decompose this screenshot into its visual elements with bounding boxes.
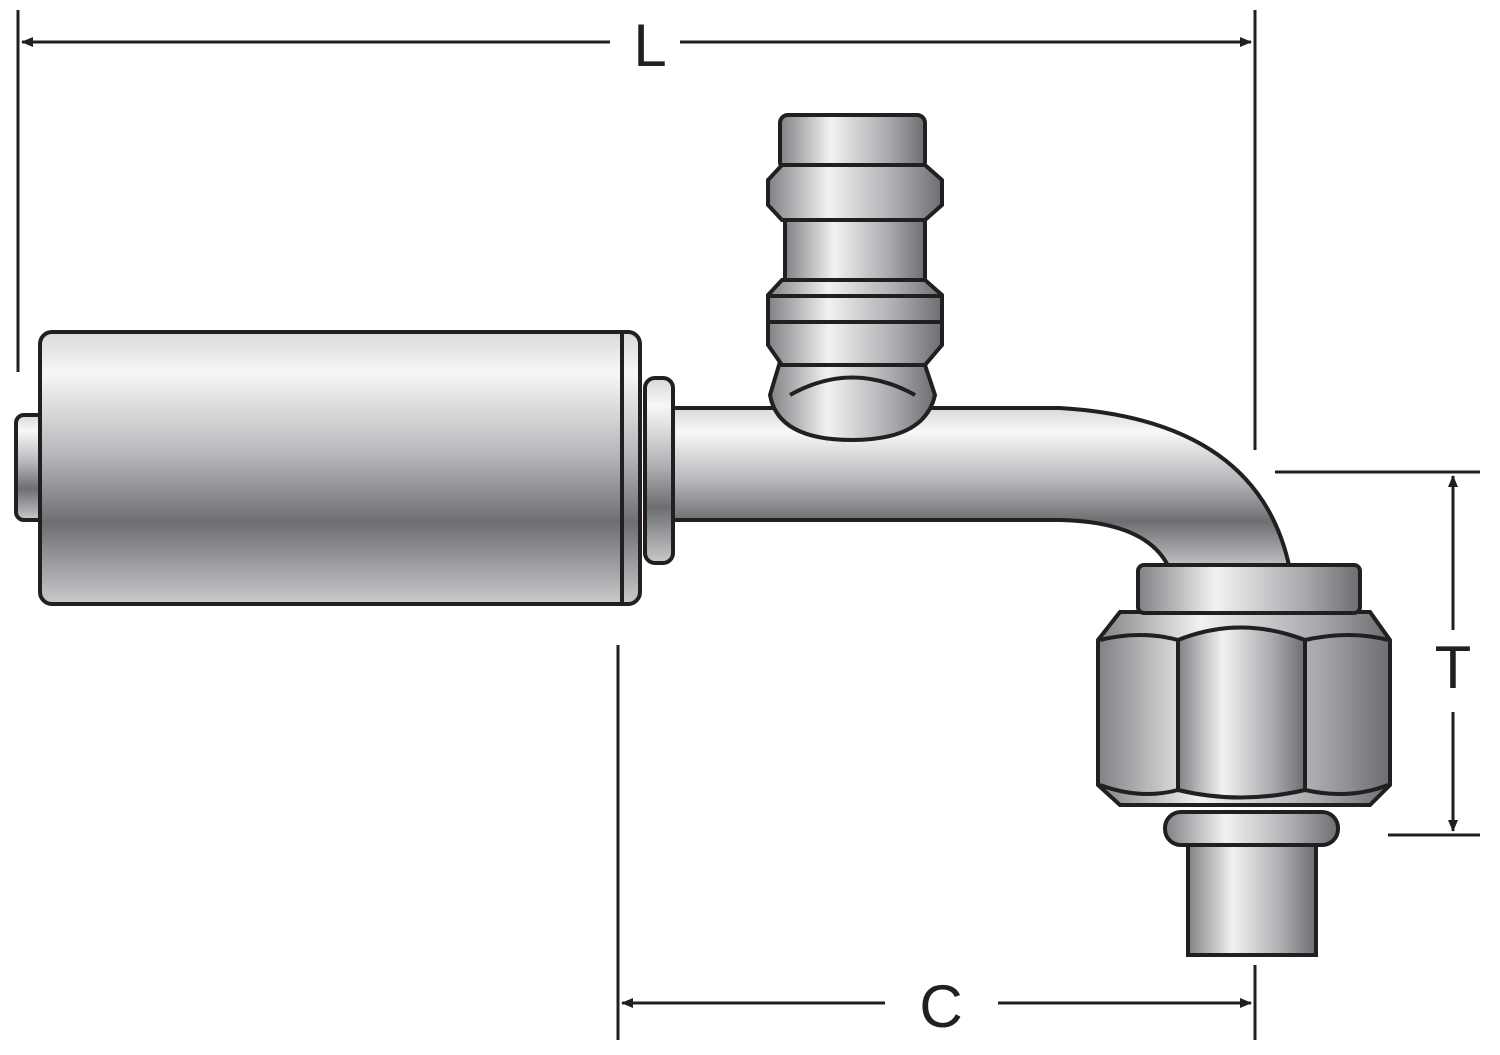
dimension-lines — [16, 10, 1480, 1040]
tube — [663, 406, 1293, 572]
dim-label-c: C — [919, 973, 962, 1040]
ferrule — [38, 330, 642, 606]
service-port — [766, 113, 944, 443]
dim-label-l: L — [633, 12, 666, 79]
collar — [643, 376, 675, 565]
swivel-nut — [1096, 563, 1392, 957]
fitting-body — [14, 113, 1392, 957]
dim-label-t: T — [1435, 634, 1472, 701]
